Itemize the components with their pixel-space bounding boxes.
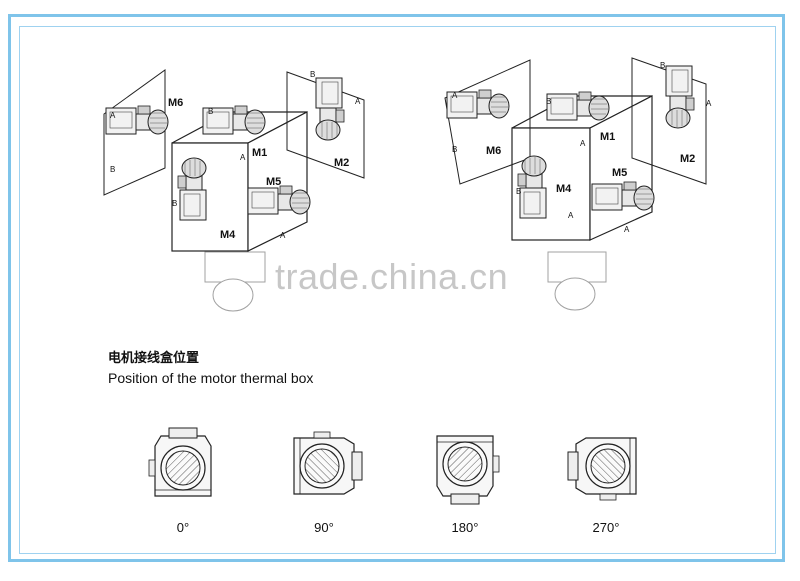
left-label-m1: M1 — [252, 147, 267, 159]
left-label-b-m6: B — [110, 165, 115, 174]
right-label-a-m5: A — [624, 225, 630, 234]
right-label-a-m1: A — [580, 139, 586, 148]
right-label-m1: M1 — [600, 131, 615, 143]
front-view-90 — [293, 431, 363, 495]
angle-label-180: 180° — [451, 520, 479, 535]
right-label-m4: M4 — [556, 183, 572, 195]
left-label-a-m1: A — [240, 153, 246, 162]
left-label-a-m2: A — [355, 97, 361, 106]
left-label-a-m6: A — [110, 111, 116, 120]
front-view-270 — [567, 437, 637, 501]
right-label-b-m1: B — [546, 97, 551, 106]
right-label-a-m2: A — [706, 99, 712, 108]
right-label-b-m6: B — [452, 145, 457, 154]
right-label-m5: M5 — [612, 167, 627, 179]
section-title-en: Position of the motor thermal box — [108, 370, 314, 386]
front-view-0 — [148, 427, 212, 497]
right-label-a-m6: A — [452, 91, 458, 100]
outer-frame — [8, 14, 785, 562]
left-label-m2: M2 — [334, 157, 349, 169]
left-label-m5: M5 — [266, 176, 281, 188]
right-label-b-m4: B — [516, 187, 521, 196]
right-label-m6: M6 — [486, 145, 501, 157]
left-label-b-m4: B — [172, 199, 177, 208]
left-label-b-m1: B — [208, 107, 213, 116]
front-view-180 — [436, 435, 500, 505]
section-title-cn: 电机接线盒位置 — [108, 351, 200, 366]
angle-label-0: 0° — [176, 520, 190, 535]
left-label-m4: M4 — [220, 229, 236, 241]
left-label-m6: M6 — [168, 97, 183, 109]
angle-label-90: 90° — [314, 520, 334, 535]
left-label-b-m2: B — [310, 70, 315, 79]
left-label-a-m5: A — [280, 231, 286, 240]
watermark: trade.china.cn — [275, 256, 509, 297]
left-mounting-cube — [103, 69, 365, 312]
inner-frame — [19, 26, 776, 554]
right-mounting-cube — [444, 57, 707, 311]
angle-label-270: 270° — [592, 520, 620, 535]
right-label-m2: M2 — [680, 153, 695, 165]
right-label-a-m4: A — [568, 211, 574, 220]
right-label-b-m2: B — [660, 61, 665, 70]
